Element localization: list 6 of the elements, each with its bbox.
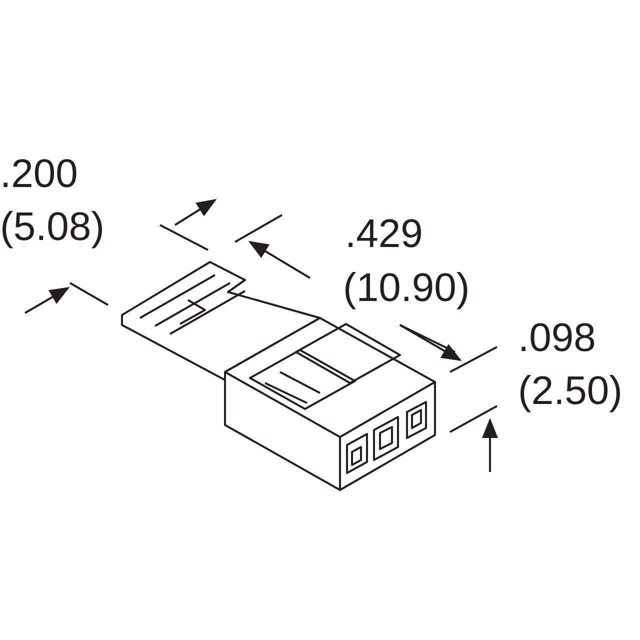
dimension-value: (10.90) <box>343 266 470 310</box>
dimension-value: .200 <box>0 152 78 196</box>
dimension-value: (2.50) <box>518 369 622 413</box>
dimension-value: .098 <box>518 316 596 360</box>
dimension-value: .429 <box>345 212 423 256</box>
dimension-value: (5.08) <box>0 205 104 249</box>
